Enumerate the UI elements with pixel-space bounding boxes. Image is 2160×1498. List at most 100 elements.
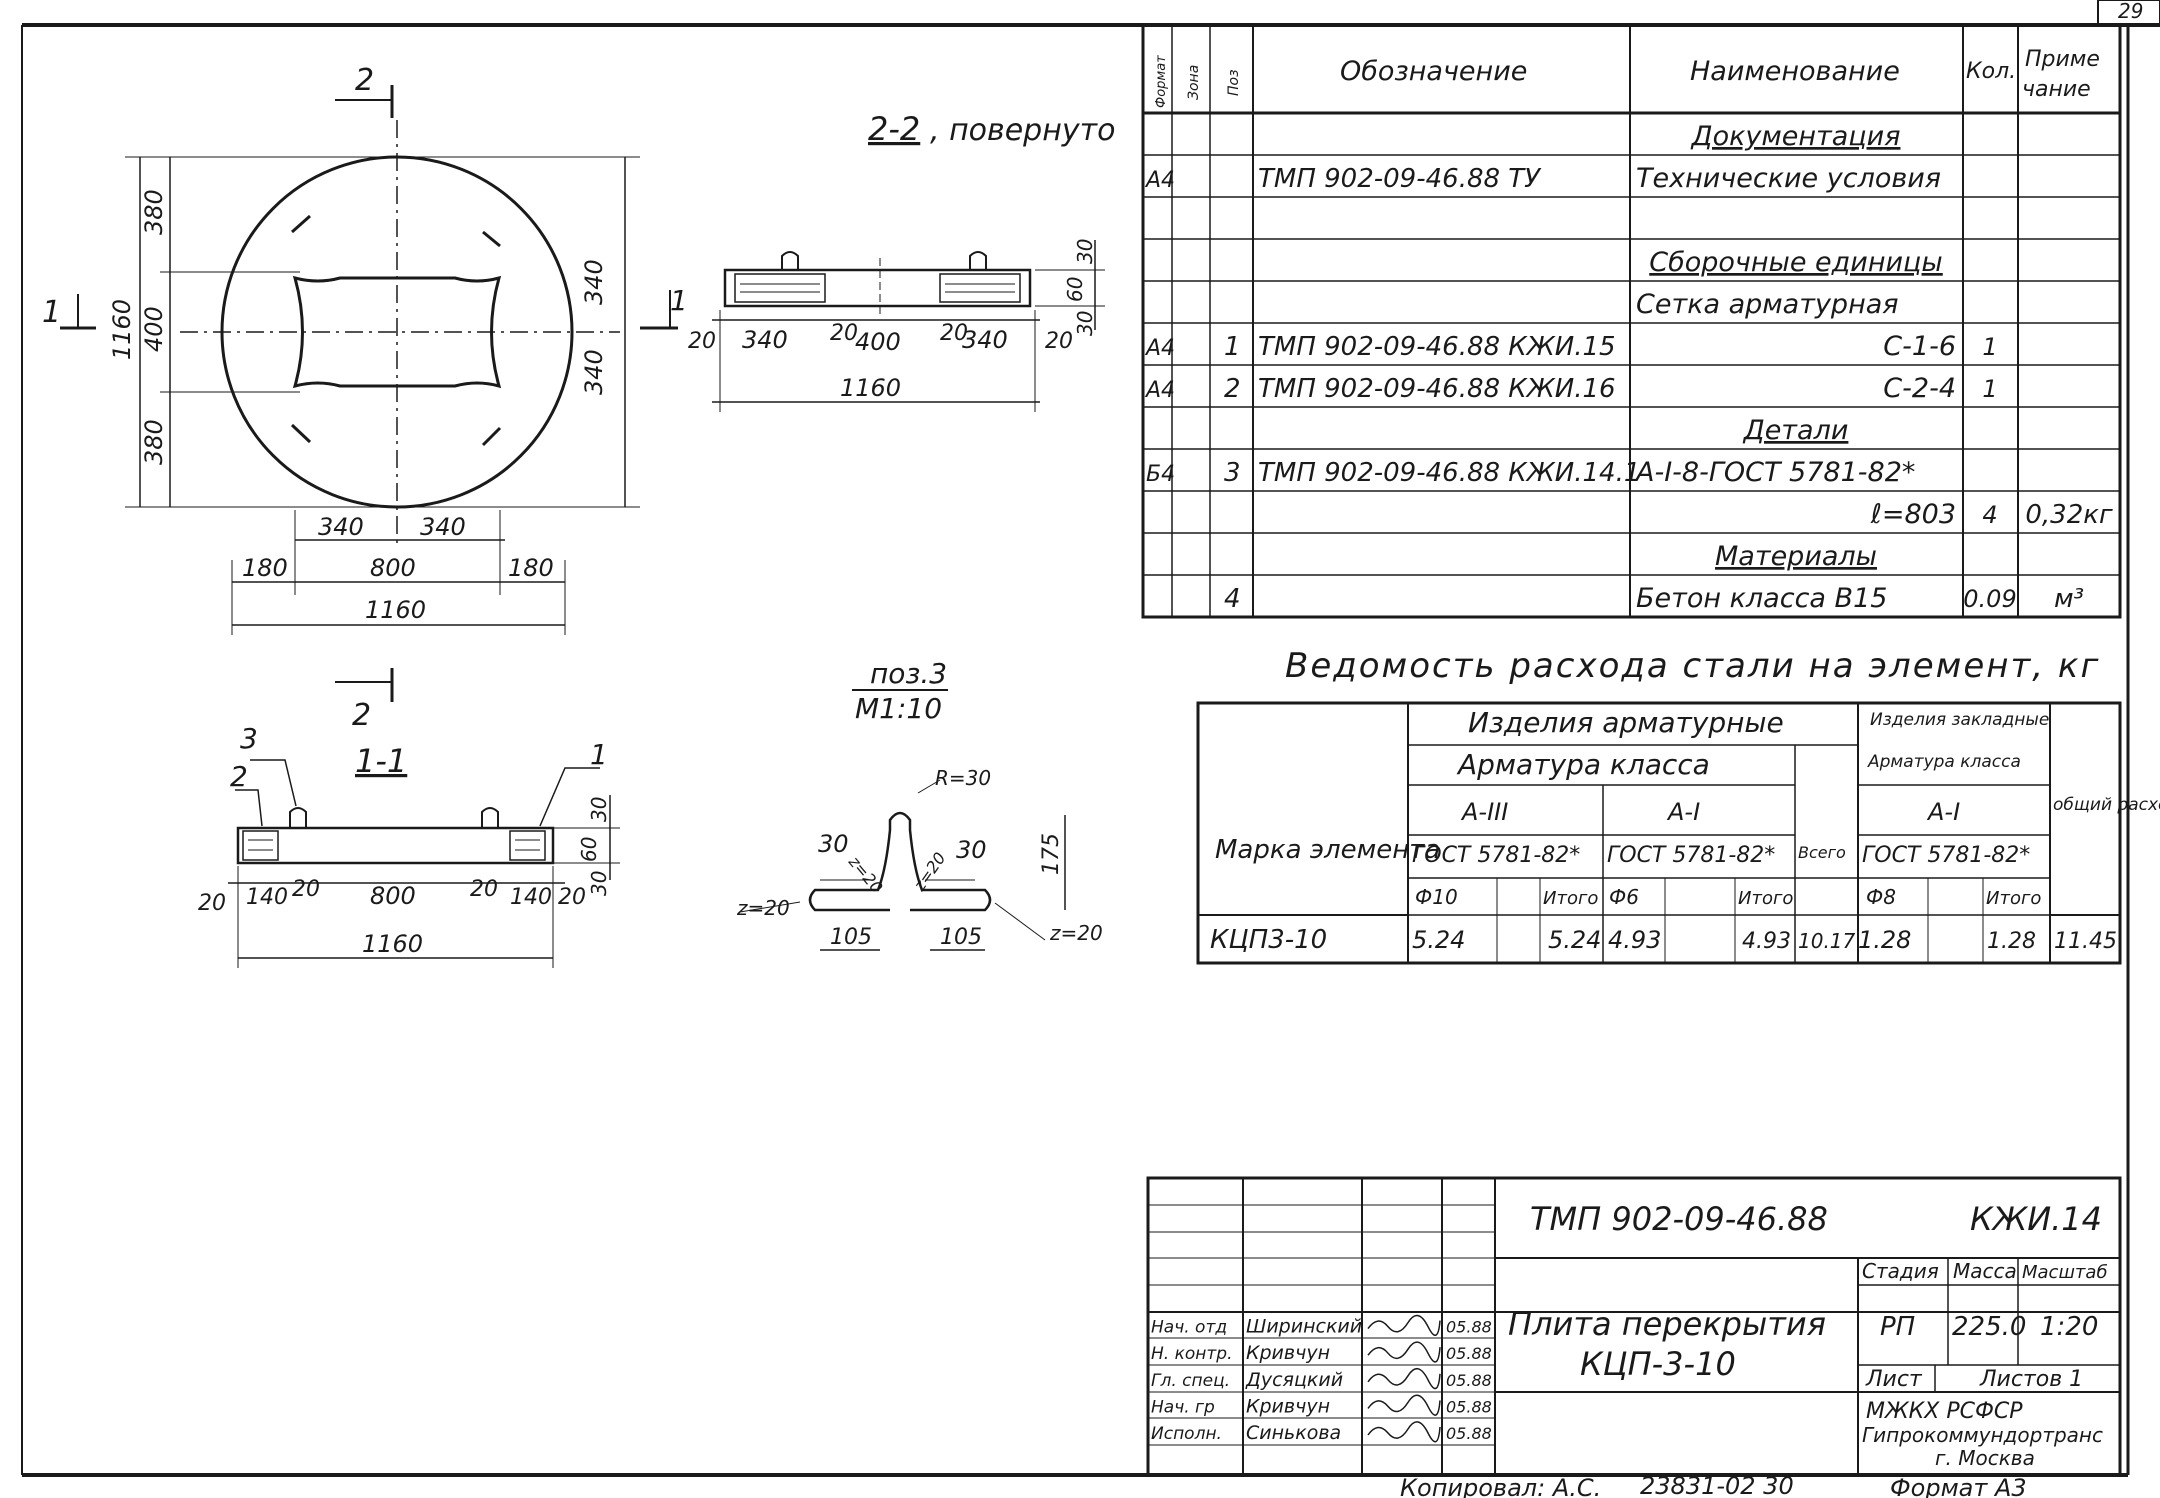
signature-mark <box>1367 1421 1441 1443</box>
spec-cell-note: м³ <box>2054 584 2084 614</box>
signer-role: Н. контр. <box>1151 1344 1232 1364</box>
section-1-1-dim-7: 20 <box>558 885 586 910</box>
spec-cell-format: А4 <box>1144 336 1175 361</box>
steel-h-d6: Ф6 <box>1609 885 1639 909</box>
signer-role: Нач. гр <box>1151 1397 1215 1417</box>
section-2-2-mark: 1 <box>670 284 688 317</box>
section-2-2-dim-v-2: 60 <box>1063 277 1087 302</box>
steel-table-grid <box>1196 701 2122 965</box>
spec-header-name: Наименование <box>1690 56 1900 87</box>
sheet-frame <box>21 0 2160 1477</box>
footer-format: Формат А3 <box>1890 1474 2027 1498</box>
steel-row-sum1: 5.24 <box>1548 926 1601 954</box>
steel-h-group2: Изделия закладные <box>1870 710 2049 730</box>
signer-role: Нач. отд <box>1151 1318 1227 1338</box>
signer-date: 05.88 <box>1446 1318 1492 1337</box>
section-1-1-dim-2: 140 <box>246 885 288 910</box>
signer-name: Ширинский <box>1246 1316 1362 1338</box>
title-block-text: ТМП 902-09-46.88 КЖИ.14 Плита перекрытия… <box>1508 1200 2108 1470</box>
pos3-dim-2: 30 <box>956 836 987 864</box>
footer: Копировал: А.С. 23831-02 30 Формат А3 <box>1400 1472 2027 1498</box>
signer-name: Синькова <box>1246 1422 1341 1444</box>
plan-view <box>60 85 640 702</box>
section-2-2-dim-3: 20 <box>830 321 858 346</box>
section-2-2-dim-4: 400 <box>855 328 901 356</box>
footer-copied: Копировал: А.С. <box>1400 1474 1601 1498</box>
steel-table-row: КЦП3-10 5.24 5.24 4.93 4.93 10.17 1.28 1… <box>1210 925 2117 955</box>
plan-dim-right-2: 340 <box>580 349 608 395</box>
sheet-number: 29 <box>2118 0 2143 23</box>
section-2-2-dim-2: 340 <box>742 326 788 354</box>
title-sheet-label: Лист <box>1865 1367 1923 1392</box>
spec-row: Сетка арматурная <box>1143 289 2120 324</box>
steel-h-gost3: ГОСТ 5781-82* <box>1862 843 2030 868</box>
signature-mark <box>1367 1314 1441 1336</box>
section-1-1-dim-5: 20 <box>470 877 498 902</box>
pos3-dim-3: 175 <box>1039 833 1064 875</box>
plan-section-mark-left: 1 <box>42 295 61 330</box>
spec-cell-name: Детали <box>1743 415 1849 446</box>
spec-header-note-2: чание <box>2022 77 2091 102</box>
spec-row: Сборочные единицы <box>1143 247 2120 282</box>
section-2-2 <box>640 240 1105 412</box>
pos3-dim-5: 105 <box>940 925 982 950</box>
spec-header-zone: Зона <box>1186 65 1202 100</box>
spec-row: А4 ТМП 902-09-46.88 ТУ Технические условия <box>1143 163 2120 198</box>
steel-row-d6: 4.93 <box>1608 926 1661 954</box>
signer-name: Кривчун <box>1246 1342 1330 1364</box>
pos3-dim-4: 105 <box>830 925 872 950</box>
spec-cell-name: Технические условия <box>1636 163 1941 194</box>
steel-row-overall: 11.45 <box>2054 929 2117 954</box>
title-scale: 1:20 <box>2040 1312 2098 1342</box>
spec-table-grid <box>1141 23 2122 619</box>
section-1-1-labels: 3 2 1 1-1 20 140 20 800 20 140 20 1160 3… <box>198 722 611 958</box>
signer-date: 05.88 <box>1446 1397 1492 1416</box>
title-sheets-label: Листов 1 <box>1979 1367 2083 1392</box>
title-mass-label: Масса <box>1953 1259 2017 1283</box>
signature-mark <box>1367 1341 1441 1363</box>
section-1-1-callout-2: 2 <box>230 760 248 793</box>
spec-cell-name: Материалы <box>1715 541 1877 572</box>
section-1-1-dim-v-3: 30 <box>587 871 611 896</box>
section-2-2-dim-total: 1160 <box>840 374 901 402</box>
section-2-2-dim-5: 20 <box>940 321 968 346</box>
steel-h-itogo-3: Итого <box>1986 888 2041 909</box>
spec-cell-name: С-2-4 <box>1883 373 1956 404</box>
spec-header-note-1: Приме <box>2025 47 2100 72</box>
steel-h-a1b: А-I <box>1926 798 1960 826</box>
steel-h-itogo-2: Итого <box>1738 888 1793 909</box>
signer-date: 05.88 <box>1446 1344 1492 1363</box>
spec-cell-name: Документация <box>1691 121 1901 152</box>
plan-dim-v-2: 400 <box>140 306 168 352</box>
steel-row-sum2: 4.93 <box>1742 929 1791 954</box>
plan-section-mark-bottom: 2 <box>352 698 371 733</box>
spec-cell-format: А4 <box>1144 168 1175 193</box>
spec-cell-code: ТМП 902-09-46.88 КЖИ.15 <box>1258 332 1616 362</box>
spec-header-format: Формат <box>1154 55 1169 108</box>
title-org-line1: МЖКХ РСФСР <box>1866 1399 2023 1424</box>
section-1-1-title: 1-1 <box>355 742 407 780</box>
title-name-line2: КЦП-3-10 <box>1580 1345 1736 1383</box>
section-2-2-dim-6: 340 <box>962 326 1008 354</box>
steel-row-sum3: 1.28 <box>1987 929 2036 954</box>
section-1-1-callout-3: 3 <box>240 722 258 755</box>
spec-cell-note: 0,32кг <box>2025 500 2113 530</box>
plan-dim-mid-3: 180 <box>508 554 554 582</box>
footer-number: 23831-02 30 <box>1640 1472 1794 1498</box>
spec-cell-code: ТМП 902-09-46.88 ТУ <box>1258 164 1542 194</box>
plan-labels: 2 1 2 1160 380 400 380 340 340 340 340 1… <box>42 63 608 733</box>
steel-h-a3: А-III <box>1460 798 1508 826</box>
signature-mark <box>1367 1368 1441 1390</box>
spec-header-pos: Поз <box>1226 69 1242 96</box>
spec-header-code: Обозначение <box>1340 56 1527 87</box>
signer-role: Гл. спец. <box>1151 1371 1230 1391</box>
spec-cell-name: Бетон класса В15 <box>1636 583 1887 614</box>
plan-dim-top-1: 340 <box>318 513 364 541</box>
spec-row: Документация <box>1143 121 2120 156</box>
steel-h-gost2: ГОСТ 5781-82* <box>1607 843 1775 868</box>
steel-h-group1: Изделия арматурные <box>1468 706 1784 739</box>
